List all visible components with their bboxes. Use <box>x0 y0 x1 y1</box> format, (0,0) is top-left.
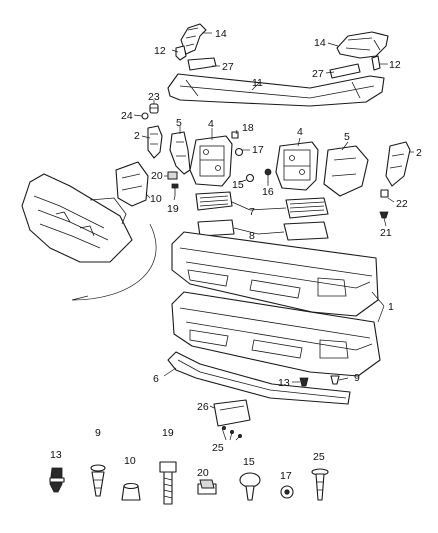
leader-lines <box>133 32 414 441</box>
hardware-19 <box>159 461 177 505</box>
grille-insert-7-left <box>195 191 233 211</box>
callout-10-lower: 10 <box>124 455 136 467</box>
callout-25-upper: 25 <box>212 442 224 454</box>
valance-11 <box>167 73 385 107</box>
detail-circle-arc <box>71 223 157 301</box>
bolt-22 <box>380 189 389 198</box>
callout-13-lower: 13 <box>50 449 62 461</box>
bracket-10-upper <box>115 161 149 207</box>
bolt-16 <box>264 168 272 183</box>
clip-13-installed <box>299 377 309 387</box>
retainer-27-left <box>187 57 217 71</box>
callout-14-right: 14 <box>314 37 326 49</box>
bracket-2-left <box>147 125 163 159</box>
callout-20-lower: 20 <box>197 467 209 479</box>
retainer-27-right <box>329 63 361 79</box>
callout-26: 26 <box>197 401 209 413</box>
license-bracket-26 <box>213 399 251 427</box>
hardware-15 <box>239 472 261 501</box>
callouts: 14 12 27 14 27 12 11 23 24 2 5 4 18 17 4… <box>50 28 422 482</box>
callout-25-lower: 25 <box>313 451 325 463</box>
callout-21: 21 <box>380 227 392 239</box>
callout-5-right: 5 <box>344 131 350 143</box>
clip-9-installed <box>330 375 340 385</box>
bracket-2-right <box>385 141 411 187</box>
frame-bracket-4-right <box>275 141 319 191</box>
clip-12-left <box>175 45 187 61</box>
callout-17-upper: 17 <box>252 144 264 156</box>
bracket-14-right <box>336 31 389 59</box>
hardware-17 <box>280 485 294 499</box>
callout-20-upper: 20 <box>151 170 163 182</box>
hardware-9 <box>90 464 106 497</box>
callout-9-lower: 9 <box>95 427 101 439</box>
push-pin-15 <box>245 173 255 183</box>
callout-8: 8 <box>249 230 255 242</box>
callout-23: 23 <box>148 91 160 103</box>
callout-27-right: 27 <box>312 68 324 80</box>
callout-17-lower: 17 <box>280 470 292 482</box>
clip-12-right <box>371 55 381 71</box>
callout-7: 7 <box>249 206 255 218</box>
front-bumper-1-upper <box>171 231 379 317</box>
callout-16: 16 <box>262 186 274 198</box>
callout-1: 1 <box>388 301 394 313</box>
air-dam-6 <box>167 351 351 405</box>
front-bumper-1-lower <box>171 291 381 377</box>
callout-4-left: 4 <box>208 118 214 130</box>
callout-15-upper: 15 <box>232 179 244 191</box>
frame-bracket-4-left <box>189 135 233 187</box>
callout-13-upper: 13 <box>278 377 290 389</box>
callout-9-upper: 9 <box>354 372 360 384</box>
callout-12-right: 12 <box>389 59 401 71</box>
callout-19-upper: 19 <box>167 203 179 215</box>
hardware-25 <box>311 468 329 501</box>
callout-15-lower: 15 <box>243 456 255 468</box>
detail-bumper-corner <box>21 173 133 263</box>
callout-11: 11 <box>252 77 263 89</box>
clip-21 <box>379 211 389 219</box>
callout-5-left: 5 <box>176 117 182 129</box>
callout-12-left: 12 <box>154 45 166 57</box>
grille-insert-7-right <box>285 197 329 219</box>
trim-insert-8-right <box>283 221 329 241</box>
hardware-13 <box>49 467 65 493</box>
callout-2-left: 2 <box>134 130 140 142</box>
callout-6: 6 <box>153 373 159 385</box>
hardware-20 <box>197 479 217 495</box>
bracket-5-right <box>323 145 369 197</box>
callout-4-right: 4 <box>297 126 303 138</box>
nut-17-upper <box>234 147 244 157</box>
callout-24: 24 <box>121 110 133 122</box>
bracket-5-left <box>169 131 191 175</box>
bolt-19-upper <box>171 183 179 196</box>
callout-22: 22 <box>396 198 408 210</box>
callout-19-lower: 19 <box>162 427 174 439</box>
nut-23 <box>149 103 159 114</box>
screw-24 <box>141 112 149 120</box>
trim-insert-8-left <box>197 219 235 237</box>
bracket-20 <box>167 171 178 180</box>
callout-14-left: 14 <box>215 28 227 40</box>
bolt-18 <box>231 131 239 139</box>
callout-2-right: 2 <box>416 147 422 159</box>
callout-10-upper: 10 <box>150 193 162 205</box>
callout-27-left: 27 <box>222 61 234 73</box>
callout-18: 18 <box>242 122 254 134</box>
hardware-10 <box>121 482 141 501</box>
